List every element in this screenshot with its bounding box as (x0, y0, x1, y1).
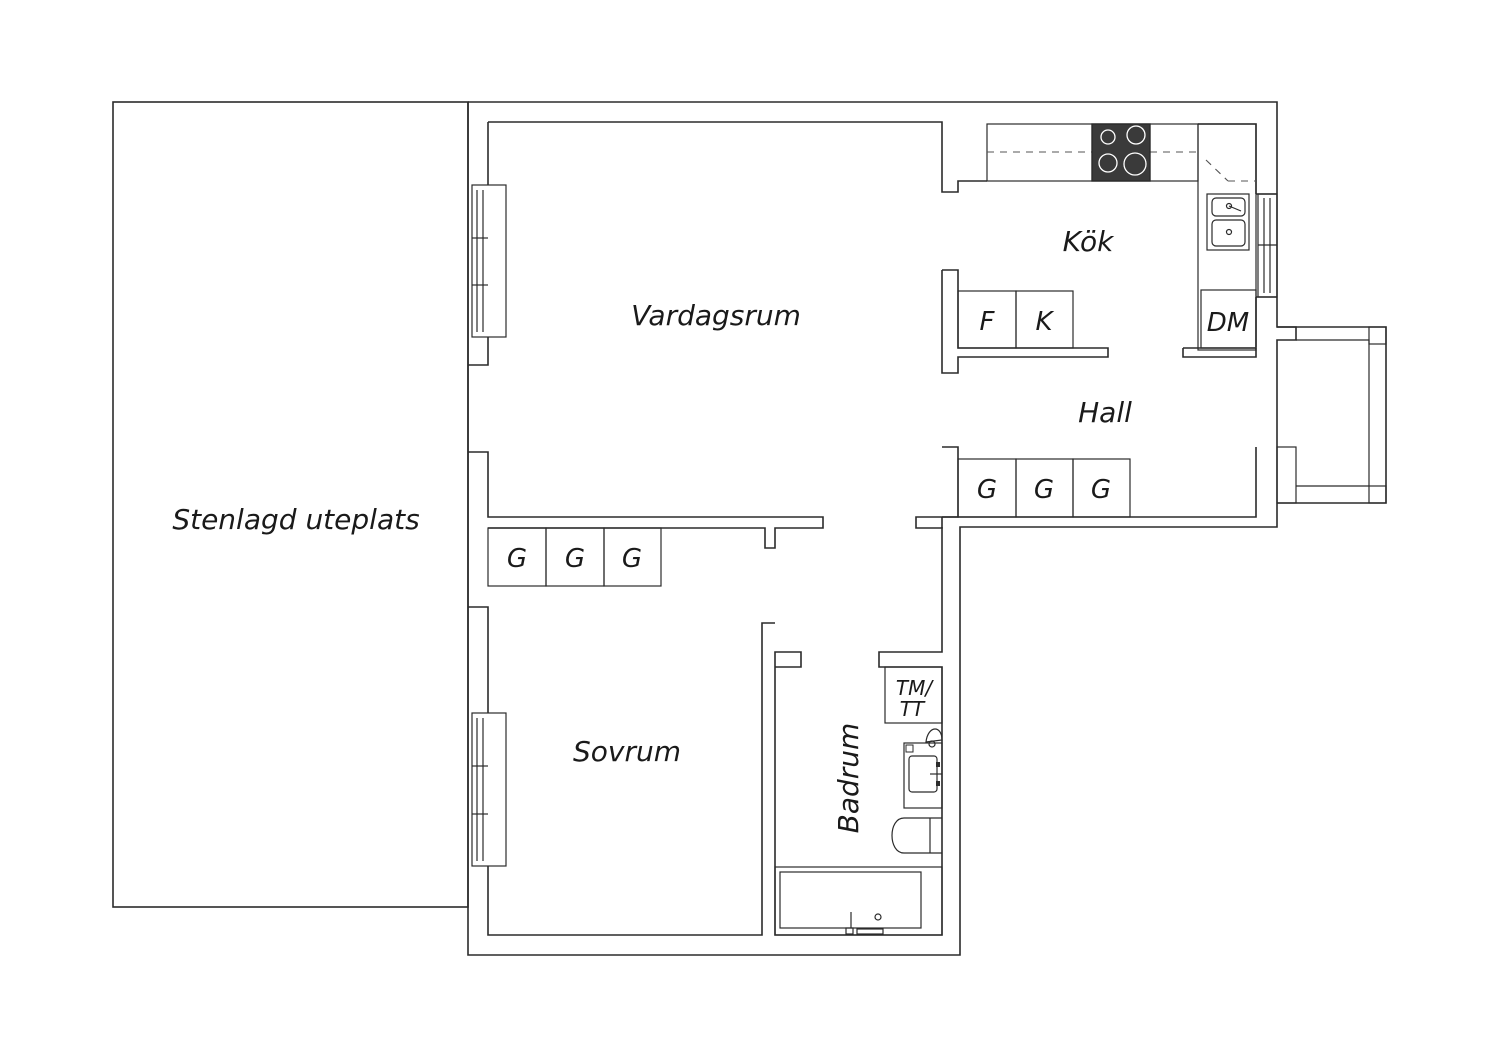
window-living (471, 184, 507, 338)
room-label-bedroom: Sovrum (573, 735, 681, 768)
bedroom-wardrobe-label-2: G (565, 544, 585, 574)
stove-icon (1091, 123, 1151, 182)
kitchen-wall-inner (1198, 123, 1257, 194)
dishwasher-label: DM (1207, 308, 1249, 338)
porch-door-jamb (1276, 446, 1297, 504)
bedroom-wardrobe-3 (603, 527, 662, 587)
porch-post-bottom (1368, 485, 1387, 504)
kitchen-counter-right (1197, 123, 1257, 351)
hall-wardrobe-label-3: G (1091, 475, 1111, 505)
fridge-label: K (1035, 307, 1054, 337)
fridge-box (1015, 290, 1074, 349)
window-bedroom (471, 712, 507, 867)
hall-wardrobe-label-2: G (1034, 475, 1054, 505)
bathroom-sink-icon (903, 728, 943, 809)
washer-dryer-box (884, 666, 943, 724)
bedroom-west-wall-low (487, 622, 775, 936)
living-west-wall-low (468, 451, 824, 549)
bedroom-west-wall (468, 606, 489, 713)
sink-icon (1206, 193, 1250, 251)
hall-wardrobe-label-1: G (977, 475, 997, 505)
washer-label-line2: TT (900, 697, 926, 721)
living-west-wall (468, 337, 489, 366)
bathtub-icon (774, 866, 943, 936)
dishwasher-box (1200, 289, 1257, 349)
window-kitchen (1257, 193, 1278, 298)
porch-inner (1296, 339, 1370, 487)
toilet-icon (891, 817, 942, 854)
kitchen-partition (941, 269, 1109, 374)
corner-cabinet-line (1205, 159, 1229, 182)
room-label-bathroom: Badrum (832, 723, 865, 834)
porch-post-top (1368, 326, 1387, 345)
hall-wardrobe-3 (1072, 458, 1131, 518)
room-label-patio: Stenlagd uteplats (172, 503, 419, 536)
room-label-kitchen: Kök (1063, 225, 1115, 258)
room-label-living: Vardagsrum (631, 299, 801, 332)
bedroom-wardrobe-label-1: G (507, 544, 527, 574)
porch (1277, 326, 1387, 504)
bedroom-wardrobe-label-3: G (622, 544, 642, 574)
freezer-label: F (980, 307, 996, 337)
room-label-hall: Hall (1078, 396, 1132, 429)
outer-wall-inner (488, 121, 987, 193)
washer-label-line1: TM/ (896, 676, 934, 700)
hall-partition-low (915, 446, 959, 529)
hall-partition-right (1182, 347, 1257, 358)
